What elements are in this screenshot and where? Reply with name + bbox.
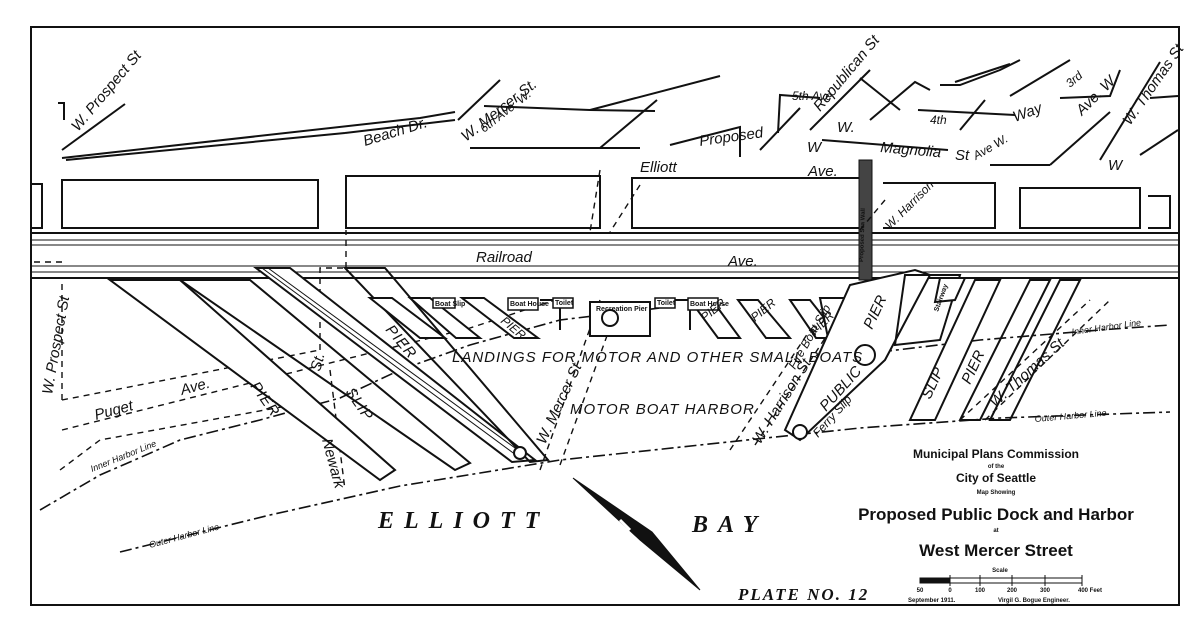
label-proposed: Proposed (698, 124, 765, 150)
label-elliott-bay-2: BAY (691, 512, 767, 538)
scale-tick-1: 0 (948, 588, 952, 594)
label-inner-harbor-right: Inner Harbor Line (1071, 317, 1142, 337)
label-republican-st: Republican St (810, 31, 884, 114)
label-w-dot: W. (837, 119, 855, 136)
label-3rd: 3rd (1063, 68, 1086, 90)
label-puget: Puget (93, 397, 136, 424)
title-line3: City of Seattle (956, 471, 1036, 485)
title-main: Proposed Public Dock and Harbor (858, 505, 1134, 524)
upper-streets (58, 59, 1179, 166)
label-w-thomas-top: W. Thomas St (1119, 40, 1188, 128)
label-boat-house-2: Boat House (690, 301, 729, 308)
label-outer-harbor-right: Outer Harbor Line (1034, 408, 1107, 424)
label-elliott-bay-1: ELLIOTT (377, 508, 549, 534)
label-motor-boat-harbor: MOTOR BOAT HARBOR (570, 401, 755, 418)
block-row (31, 175, 1171, 229)
label-railroad: Railroad (476, 249, 533, 266)
scale-tick-5: 400 Feet (1078, 588, 1102, 594)
label-w-right: W (1108, 157, 1124, 174)
label-slip-1: SLIP (342, 385, 377, 425)
label-railroad-ave: Ave. (727, 253, 758, 270)
label-ave-w: Ave W. (970, 131, 1011, 163)
label-5th-ave: 5th Ave (792, 89, 832, 103)
scale-tick-4: 300 (1040, 588, 1051, 594)
label-newark-st: St. (307, 351, 328, 373)
label-w: W (807, 139, 823, 156)
title-line4: Map Showing (977, 490, 1016, 496)
label-inner-harbor-left: Inner Harbor Line (89, 438, 158, 474)
title-line6: at (993, 528, 998, 534)
north-arrow (572, 477, 701, 591)
plate-number: PLATE NO. 12 (737, 585, 869, 604)
label-elliott: Elliott (640, 159, 678, 176)
proposed-sea-wall (858, 159, 873, 281)
scale-tick-3: 200 (1007, 588, 1018, 594)
scale-tick-0: 50 (917, 588, 924, 594)
label-w-prospect-left: W. Prospect St (39, 294, 73, 396)
title-engineer: Virgil G. Bogue Engineer. (998, 598, 1070, 604)
label-boat-slip-small: Boat Slip (435, 301, 465, 308)
label-w-prospect-top: W. Prospect St (68, 47, 145, 135)
railroad-corridor (31, 232, 1179, 279)
label-magnolia: Magnolia (880, 139, 942, 161)
title-line1: Municipal Plans Commission (913, 447, 1079, 461)
title-date: September 1911. (908, 598, 956, 604)
title-location: West Mercer Street (919, 541, 1073, 560)
map-border (30, 26, 1180, 606)
boat-houses (432, 297, 719, 311)
label-recreation-pier: Recreation Pier (596, 306, 648, 313)
label-w-harrison-top: W. Harrison (882, 178, 937, 233)
label-proposed-sea-wall: Proposed Sea Wall (859, 208, 867, 262)
label-elliott-ave: Ave. (807, 163, 838, 180)
label-st: St (955, 147, 970, 164)
label-toilet-1: Toilet (555, 300, 574, 307)
label-boat-house-1: Boat House (510, 301, 549, 308)
scale-label: Scale (992, 568, 1008, 574)
label-puget-ave: Ave. (178, 375, 212, 399)
label-4th: 4th (930, 113, 947, 127)
scale-bar (919, 575, 1083, 586)
label-landings: LANDINGS FOR MOTOR AND OTHER SMALL BOATS (452, 349, 863, 366)
title-line2: of the (988, 464, 1005, 470)
label-outer-harbor-left: Outer Harbor Line (148, 522, 220, 550)
label-beach-dr: Beach Dr. (361, 114, 429, 150)
scale-tick-2: 100 (975, 588, 986, 594)
label-way: Way (1011, 99, 1046, 126)
label-toilet-2: Toilet (657, 300, 676, 307)
